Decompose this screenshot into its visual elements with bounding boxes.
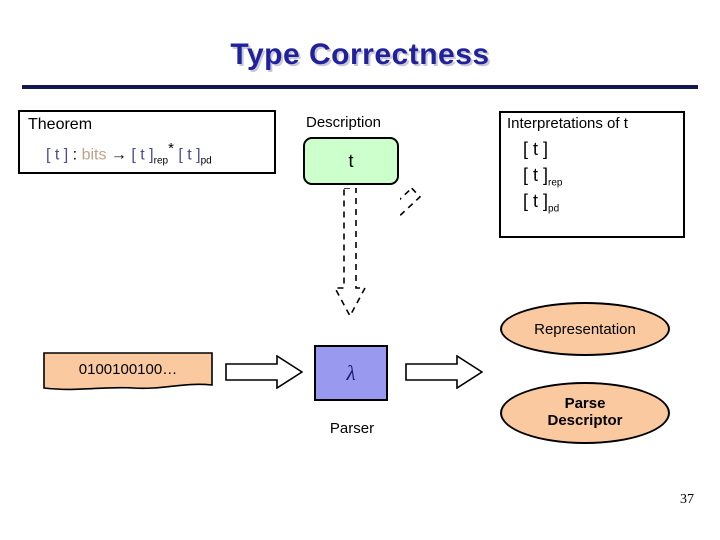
dashed-diagonal-arrow-icon: [400, 188, 422, 275]
representation-ellipse: Representation: [500, 302, 670, 356]
interpretation-item: [ t ]rep: [523, 165, 562, 189]
lambda-glyph-icon: λ: [346, 360, 356, 385]
parser-label: Parser: [329, 420, 375, 437]
interpretation-term: [ t ]: [523, 165, 549, 185]
interpretation-item: [ t ]pd: [523, 191, 559, 215]
theorem-box: Theorem [ t ] : bits → [ t ]rep* [ t ]pd: [18, 110, 276, 174]
bitstring-document-shape: [43, 352, 213, 391]
parse-descriptor-label-line2: Descriptor: [547, 412, 623, 429]
theorem-colon: :: [68, 146, 82, 164]
theorem-term-rep: [ t ]: [131, 146, 154, 164]
description-type-box: t: [303, 137, 399, 185]
dashed-down-arrow-icon: [334, 188, 366, 318]
theorem-arrow: →: [106, 146, 132, 164]
theorem-sub-rep: rep: [153, 155, 169, 167]
theorem-bits: bits: [81, 146, 107, 164]
interpretation-item: [ t ]: [523, 139, 548, 163]
parser-box: λ: [314, 345, 388, 401]
arrow-right-icon: [405, 355, 483, 389]
parse-descriptor-label-line1: Parse: [564, 395, 606, 413]
theorem-formula: [ t ] : bits → [ t ]rep* [ t ]pd: [46, 140, 212, 167]
theorem-term-pd: [ t ]: [178, 146, 201, 164]
theorem-sub-pd: pd: [200, 155, 212, 167]
interpretation-term: [ t ]: [523, 191, 549, 211]
interpretations-box: Interpretations of t [ t ] [ t ]rep [ t …: [499, 111, 685, 238]
interpretation-sub: pd: [548, 203, 560, 215]
representation-label: Representation: [534, 320, 636, 338]
interpretations-column-label: Interpretations of t: [507, 115, 628, 132]
theorem-heading: Theorem: [28, 116, 93, 133]
page-title: Type Correctness: [230, 38, 490, 71]
interpretation-term: [ t ]: [523, 139, 549, 159]
page-number: 37: [680, 492, 694, 507]
description-column-label: Description: [306, 114, 382, 131]
theorem-term-lhs: [ t ]: [46, 146, 69, 164]
interpretation-sub: rep: [548, 177, 563, 189]
theorem-star: *: [168, 140, 174, 157]
description-type-label: t: [348, 150, 354, 171]
parse-descriptor-ellipse: Parse Descriptor: [500, 382, 670, 444]
arrow-right-icon: [225, 355, 303, 389]
bitstring-value: 0100100100…: [78, 360, 178, 378]
title-divider: [22, 85, 698, 89]
